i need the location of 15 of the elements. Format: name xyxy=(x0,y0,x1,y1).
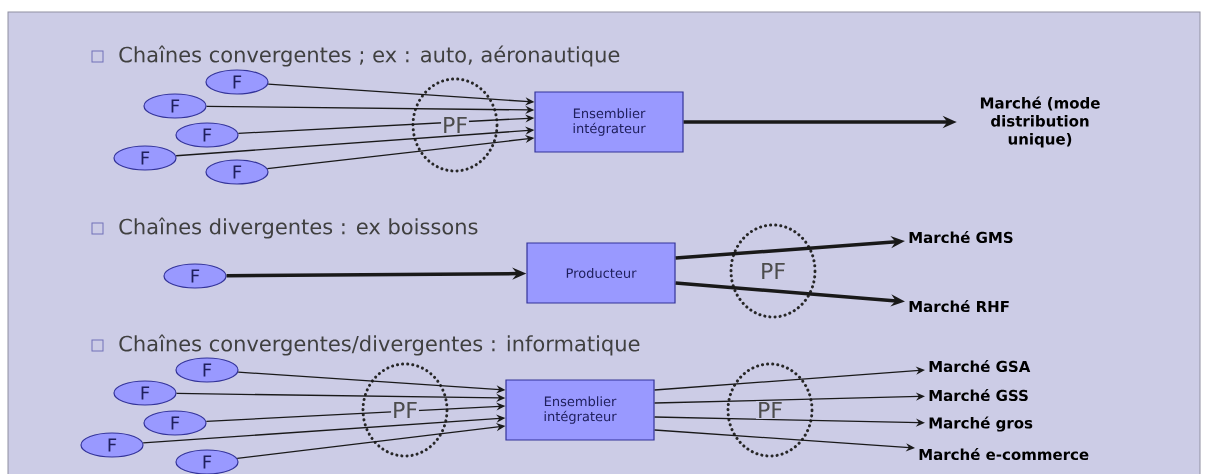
market-label: Marché gros xyxy=(929,416,1033,432)
market-label: Marché (mode distribution unique) xyxy=(980,96,1100,148)
arrow xyxy=(653,366,925,391)
market-label: Marché GSA xyxy=(929,359,1031,373)
market-label: Marché GMS xyxy=(909,230,1013,244)
process-box: Producteur xyxy=(526,242,676,304)
market-label: Marché GSS xyxy=(929,388,1028,402)
market-label: Marché RHF xyxy=(909,299,1009,313)
arrow xyxy=(653,392,925,404)
process-box: Ensemblier intégrateur xyxy=(534,91,684,153)
section-heading: Chaînes divergentes : ex boissons xyxy=(119,217,478,239)
section-heading: Chaînes convergentes/divergentes : informatique xyxy=(119,334,640,356)
section-heading: Chaînes convergentes ; ex : auto, aéronautique xyxy=(119,45,620,67)
market-label: Marché e-commerce xyxy=(919,447,1089,461)
process-box: Ensemblier intégrateur xyxy=(505,379,655,441)
